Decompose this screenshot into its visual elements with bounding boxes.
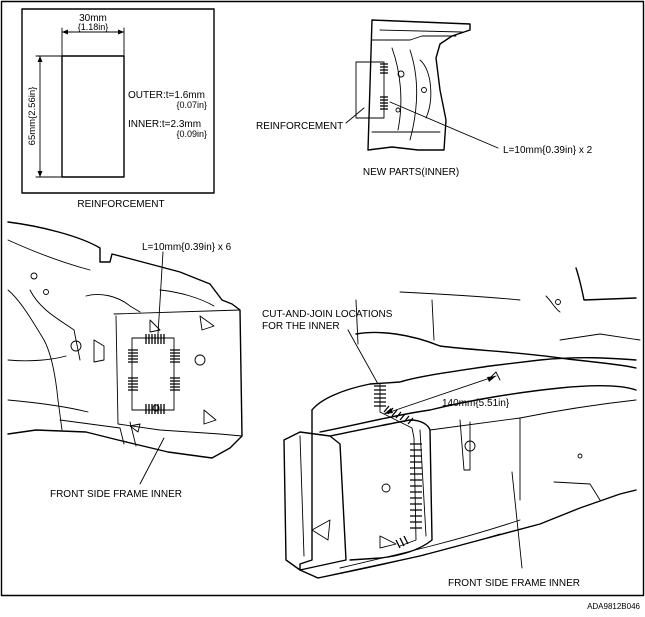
- outer-thickness-in: {0.07in}: [176, 100, 207, 110]
- detail-box: [21, 8, 215, 194]
- new-part-outline: [367, 19, 471, 151]
- outer-thickness-label: OUTER:t=1.6mm: [128, 90, 205, 101]
- reinforcement-caption: REINFORCEMENT: [77, 199, 164, 210]
- reinforcement-plate: [61, 55, 125, 178]
- diagram-frame: [0, 0, 645, 597]
- right-caption: FRONT SIDE FRAME INNER: [448, 578, 580, 589]
- weld-marks-left-view: [128, 334, 180, 414]
- inner-thickness-label: INNER:t=2.3mm: [128, 119, 201, 130]
- right-frame-view: CUT-AND-JOIN LOCATIONS FOR THE INNER 140…: [262, 267, 641, 589]
- figure-code: ADA9812B046: [587, 602, 640, 611]
- new-parts-reinforcement-label: REINFORCEMENT: [256, 121, 343, 132]
- new-parts-view: REINFORCEMENT L=10mm{0.39in} x 2 NEW PAR…: [256, 19, 593, 178]
- inner-thickness-in: {0.09in}: [176, 129, 207, 139]
- width-mm-label: 30mm: [79, 13, 107, 24]
- cut-and-join-marks: [374, 383, 422, 549]
- left-caption: FRONT SIDE FRAME INNER: [50, 489, 182, 500]
- width-in-label: {1.18in}: [78, 22, 109, 32]
- cut-join-label-line2: FOR THE INNER: [262, 321, 340, 332]
- left-frame-view: L=10mm{0.39in} x 6 FRONT SIDE FRAME INNE…: [7, 221, 243, 500]
- cut-join-label-line1: CUT-AND-JOIN LOCATIONS: [262, 309, 393, 320]
- dimension-140mm: 140mm{5.51in}: [442, 398, 510, 409]
- reinforcement-detail: 30mm {1.18in} 65mm{2.56in} OUTER:t=1.6mm…: [21, 8, 215, 210]
- height-label: 65mm{2.56in}: [27, 87, 38, 146]
- new-parts-caption: NEW PARTS(INNER): [363, 167, 459, 178]
- reinforcement-position: [355, 61, 385, 119]
- left-weld-label: L=10mm{0.39in} x 6: [142, 242, 232, 253]
- new-parts-weld-label: L=10mm{0.39in} x 2: [503, 145, 593, 156]
- left-reinforcement-outline: [131, 337, 175, 411]
- weld-marks-new-parts: [380, 63, 388, 110]
